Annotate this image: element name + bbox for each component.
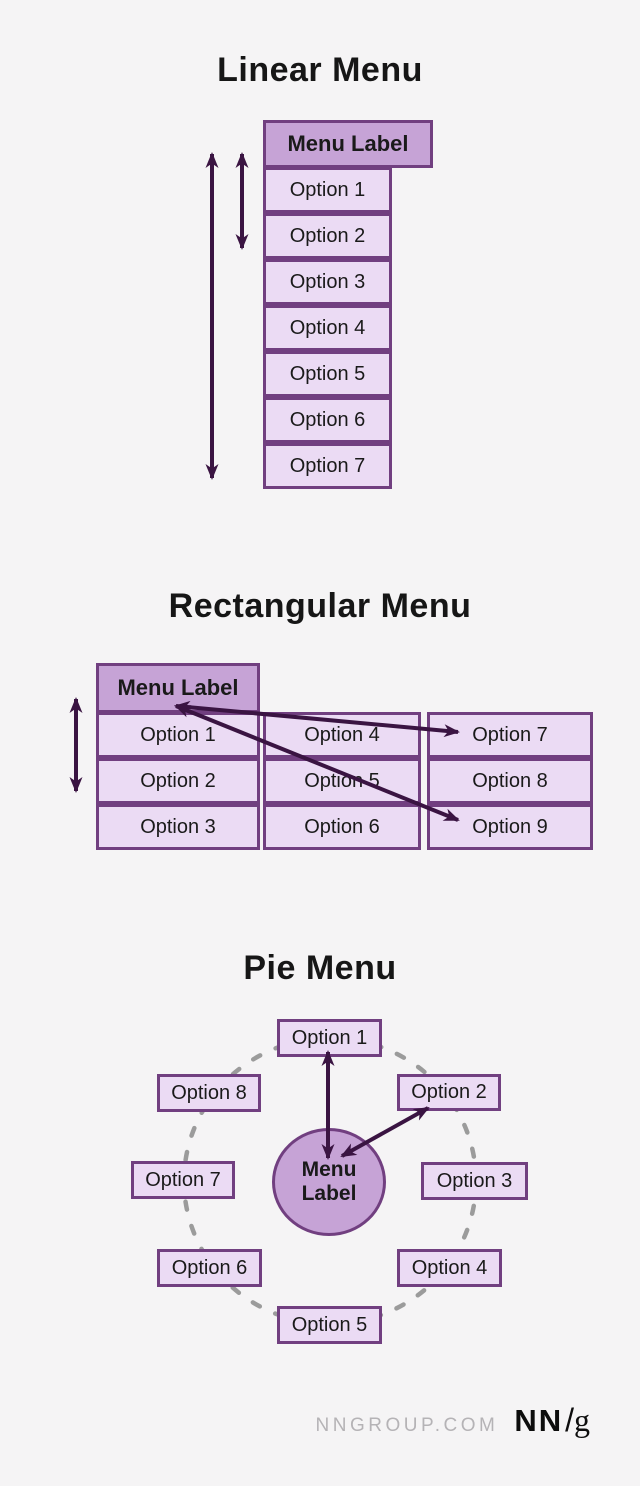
pie-option-5: Option 5 [277,1306,382,1344]
linear-option-7: Option 7 [263,443,392,489]
rect-option-5: Option 5 [263,758,421,804]
pie-menu-title: Pie Menu [243,949,397,987]
pie-option-6: Option 6 [157,1249,262,1287]
pie-option-3: Option 3 [421,1162,528,1200]
pie-option-8: Option 8 [157,1074,261,1112]
rect-option-1: Option 1 [96,712,260,758]
rect-option-3: Option 3 [96,804,260,850]
linear-option-6: Option 6 [263,397,392,443]
pie-option-4: Option 4 [397,1249,502,1287]
rect-option-9: Option 9 [427,804,593,850]
nng-logo-slash: / [565,1402,574,1438]
footer-site-name: NNGROUP.COM [315,1415,499,1436]
nng-logo: NN/g [514,1402,590,1439]
rect-option-8: Option 8 [427,758,593,804]
footer: NNGROUP.COM NN/g [316,1402,590,1439]
linear-option-5: Option 5 [263,351,392,397]
linear-option-4: Option 4 [263,305,392,351]
linear-option-2: Option 2 [263,213,392,259]
rect-option-4: Option 4 [263,712,421,758]
nng-logo-nn: NN [514,1403,564,1438]
pie-option-1: Option 1 [277,1019,382,1057]
rect-option-6: Option 6 [263,804,421,850]
pie-option-7: Option 7 [131,1161,235,1199]
linear-menu-title: Linear Menu [217,51,423,89]
linear-option-1: Option 1 [263,167,392,213]
rect-option-7: Option 7 [427,712,593,758]
rect-menu-label-box: Menu Label [96,663,260,713]
pie-menu-label-circle: Menu Label [272,1128,386,1236]
rect-option-2: Option 2 [96,758,260,804]
linear-option-3: Option 3 [263,259,392,305]
linear-menu-label-box: Menu Label [263,120,433,168]
rectangular-menu-title: Rectangular Menu [168,587,472,625]
nng-logo-g: g [574,1402,590,1438]
pie-option-2: Option 2 [397,1074,501,1111]
